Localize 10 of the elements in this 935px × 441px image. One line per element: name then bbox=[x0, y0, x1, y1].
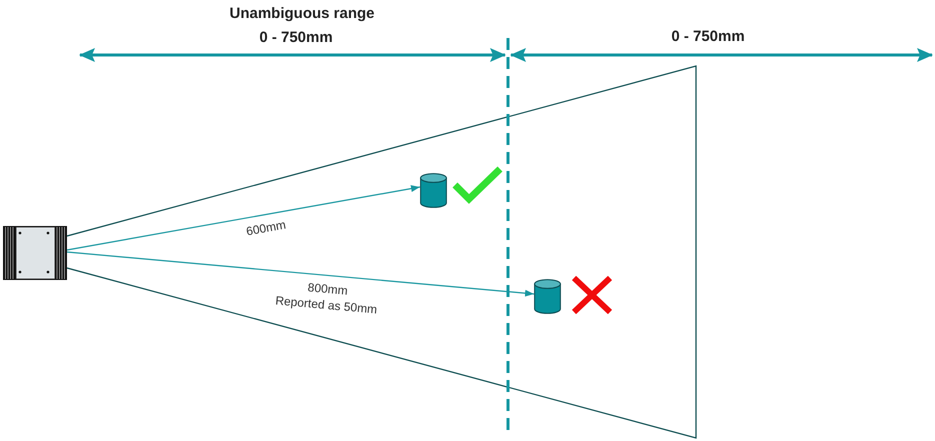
dimension-label: Unambiguous range bbox=[230, 4, 374, 24]
edge-label: 600mm bbox=[244, 217, 288, 240]
arrow bbox=[66, 251, 534, 297]
arrow bbox=[66, 185, 420, 251]
dimension-label: 0 - 750mm bbox=[259, 28, 333, 48]
edge-label: 800mm Reported as 50mm bbox=[274, 280, 379, 318]
dimension-label: 0 - 750mm bbox=[671, 26, 745, 47]
cylinder-symbol bbox=[534, 279, 561, 314]
cylinder-symbol bbox=[420, 173, 447, 208]
sensor-drawing bbox=[3, 226, 67, 280]
